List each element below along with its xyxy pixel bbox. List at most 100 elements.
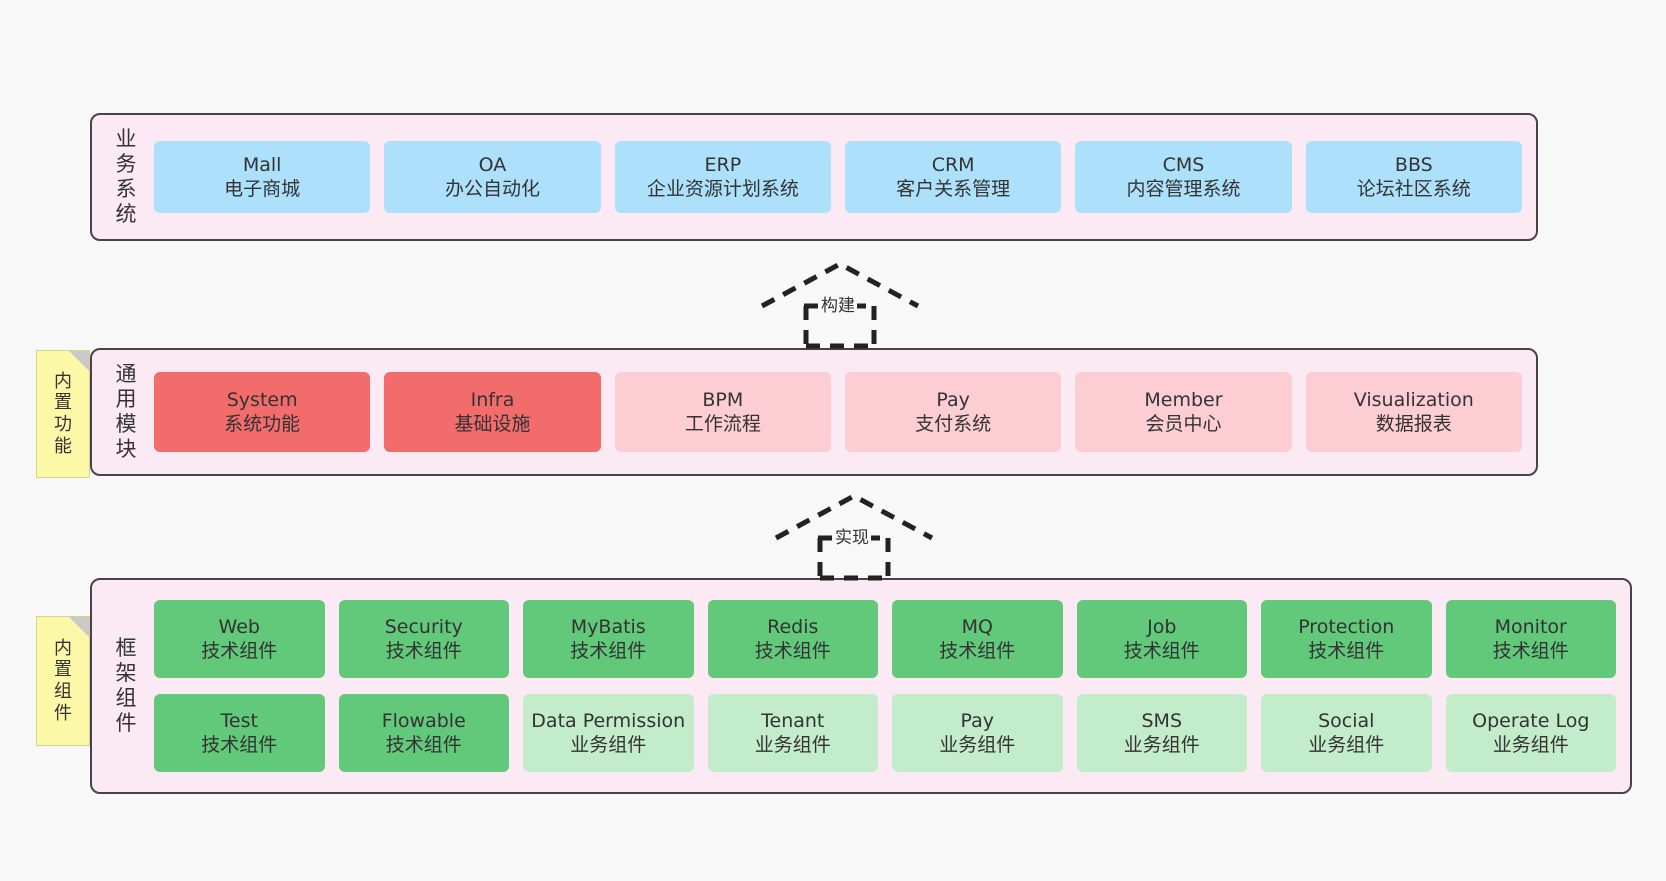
card-title-cn: 技术组件 (1308, 640, 1385, 662)
card-title-en: BPM (702, 388, 744, 411)
card-title-cn: 办公自动化 (444, 178, 540, 200)
card-row: Web 技术组件 Security 技术组件 MyBatis 技术组件 Redi… (154, 600, 1616, 678)
card-title-cn: 技术组件 (201, 640, 278, 662)
card-title-en: Monitor (1494, 615, 1567, 638)
card-title-cn: 工作流程 (684, 413, 761, 435)
card-title-cn: 数据报表 (1375, 413, 1452, 435)
card-title-cn: 客户关系管理 (896, 178, 1011, 200)
card-cms[interactable]: CMS 内容管理系统 (1075, 141, 1292, 213)
card-member[interactable]: Member 会员中心 (1075, 372, 1292, 452)
card-bbs[interactable]: BBS 论坛社区系统 (1305, 141, 1522, 213)
card-mq[interactable]: MQ 技术组件 (892, 600, 1063, 678)
card-operate-log[interactable]: Operate Log 业务组件 (1445, 694, 1616, 772)
card-title-cn: 业务组件 (1123, 734, 1200, 756)
card-infra[interactable]: Infra 基础设施 (384, 372, 601, 452)
card-title-cn: 支付系统 (915, 413, 992, 435)
card-title-cn: 业务组件 (754, 734, 831, 756)
arrow-build: 构建 (756, 258, 936, 349)
card-title-cn: 技术组件 (385, 640, 462, 662)
card-grid-common-module: System 系统功能 Infra 基础设施 BPM 工作流程 Pay 支付系统… (152, 372, 1536, 452)
card-crm[interactable]: CRM 客户关系管理 (844, 141, 1062, 213)
card-title-en: OA (478, 153, 507, 176)
card-redis[interactable]: Redis 技术组件 (707, 600, 878, 678)
card-monitor[interactable]: Monitor 技术组件 (1445, 600, 1616, 678)
card-title-en: Security (384, 615, 463, 638)
arrow-realize: 实现 (770, 490, 950, 581)
card-title-cn: 内容管理系统 (1126, 178, 1241, 200)
card-title-cn: 技术组件 (1123, 640, 1200, 662)
layer-title-business-system: 业务系统 (115, 127, 137, 226)
card-security[interactable]: Security 技术组件 (338, 600, 509, 678)
card-bpm[interactable]: BPM 工作流程 (614, 372, 831, 452)
card-row: System 系统功能 Infra 基础设施 BPM 工作流程 Pay 支付系统… (154, 372, 1522, 452)
card-title-cn: 技术组件 (1492, 640, 1569, 662)
note-builtin-component-label: 内置组件 (54, 637, 72, 724)
card-title-cn: 电子商城 (224, 178, 301, 200)
arrow-realize-label: 实现 (833, 528, 871, 548)
layer-framework-component: 框架组件 Web 技术组件 Security 技术组件 MyBatis 技术组件… (90, 578, 1632, 794)
card-oa[interactable]: OA 办公自动化 (384, 141, 601, 213)
card-title-cn: 技术组件 (385, 734, 462, 756)
card-title-en: Protection (1298, 615, 1395, 638)
card-title-en: Pay (936, 388, 970, 411)
card-row: Mall 电子商城 OA 办公自动化 ERP 企业资源计划系统 CRM 客户关系… (154, 141, 1522, 213)
card-title-cn: 技术组件 (570, 640, 647, 662)
card-title-en: Pay (960, 709, 995, 732)
card-row: Test 技术组件 Flowable 技术组件 Data Permission … (154, 694, 1616, 772)
card-title-en: Web (218, 615, 260, 638)
card-job[interactable]: Job 技术组件 (1076, 600, 1247, 678)
card-title-cn: 业务组件 (1492, 734, 1569, 756)
card-title-en: Job (1147, 615, 1177, 638)
card-protection[interactable]: Protection 技术组件 (1261, 600, 1432, 678)
card-visualization[interactable]: Visualization 数据报表 (1305, 372, 1522, 452)
card-pay[interactable]: Pay 支付系统 (844, 372, 1062, 452)
card-tenant[interactable]: Tenant 业务组件 (707, 694, 878, 772)
layer-title-framework-component: 框架组件 (115, 636, 137, 735)
card-title-cn: 技术组件 (754, 640, 831, 662)
arrow-build-label: 构建 (819, 296, 857, 316)
card-mall[interactable]: Mall 电子商城 (154, 141, 371, 213)
card-title-cn: 业务组件 (939, 734, 1016, 756)
note-builtin-component: 内置组件 (36, 616, 90, 746)
card-flowable[interactable]: Flowable 技术组件 (338, 694, 509, 772)
card-title-cn: 技术组件 (201, 734, 278, 756)
card-title-en: BBS (1394, 153, 1433, 176)
card-sms[interactable]: SMS 业务组件 (1076, 694, 1247, 772)
card-title-en: Tenant (761, 709, 825, 732)
card-title-cn: 会员中心 (1145, 413, 1222, 435)
card-title-en: SMS (1141, 709, 1182, 732)
card-title-en: ERP (704, 153, 742, 176)
card-test[interactable]: Test 技术组件 (154, 694, 325, 772)
layer-business-system: 业务系统 Mall 电子商城 OA 办公自动化 ERP 企业资源计划系统 CRM… (90, 113, 1538, 241)
card-mybatis[interactable]: MyBatis 技术组件 (523, 600, 694, 678)
card-title-en: Test (220, 709, 258, 732)
card-title-en: MyBatis (570, 615, 646, 638)
card-title-en: Flowable (381, 709, 466, 732)
card-title-cn: 论坛社区系统 (1356, 178, 1471, 200)
layer-common-module: 通用模块 System 系统功能 Infra 基础设施 BPM 工作流程 Pay… (90, 348, 1538, 476)
card-title-en: Visualization (1353, 388, 1474, 411)
card-system[interactable]: System 系统功能 (154, 372, 371, 452)
note-fold-corner-icon (69, 617, 89, 637)
card-title-en: System (226, 388, 298, 411)
card-grid-framework-component: Web 技术组件 Security 技术组件 MyBatis 技术组件 Redi… (152, 600, 1630, 772)
card-title-en: CMS (1162, 153, 1205, 176)
card-title-cn: 业务组件 (570, 734, 647, 756)
layer-title-common-module: 通用模块 (115, 362, 137, 461)
card-social[interactable]: Social 业务组件 (1261, 694, 1432, 772)
card-web[interactable]: Web 技术组件 (154, 600, 325, 678)
note-builtin-function: 内置功能 (36, 350, 90, 478)
card-title-en: Member (1144, 388, 1223, 411)
card-title-cn: 系统功能 (224, 413, 301, 435)
card-title-en: CRM (931, 153, 975, 176)
note-builtin-function-label: 内置功能 (54, 370, 72, 457)
card-data-permission[interactable]: Data Permission 业务组件 (523, 694, 694, 772)
card-title-en: Data Permission (531, 709, 686, 732)
card-title-cn: 技术组件 (939, 640, 1016, 662)
card-erp[interactable]: ERP 企业资源计划系统 (614, 141, 831, 213)
card-pay-business[interactable]: Pay 业务组件 (892, 694, 1063, 772)
card-title-cn: 企业资源计划系统 (646, 178, 799, 200)
card-grid-business-system: Mall 电子商城 OA 办公自动化 ERP 企业资源计划系统 CRM 客户关系… (152, 141, 1536, 213)
card-title-en: MQ (961, 615, 993, 638)
